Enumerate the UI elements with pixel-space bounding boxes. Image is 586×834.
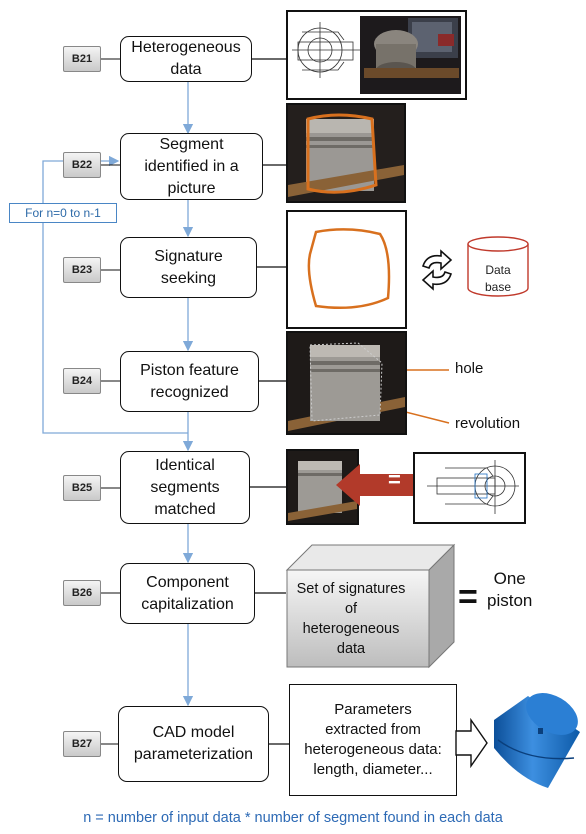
equals-sign: = — [458, 578, 478, 616]
piston-feature-image — [286, 331, 407, 435]
parameters-box: Parameters extracted from heterogeneous … — [289, 684, 457, 796]
database-label: Data base — [484, 263, 512, 294]
cad-model-3d — [494, 693, 580, 788]
segment-photo-image — [286, 103, 406, 203]
matched-segment-photo — [286, 449, 359, 525]
loop-label: For n=0 to n-1 — [9, 203, 117, 223]
step-segment-identified: Segment identified in a picture — [120, 133, 263, 200]
signature-contour-image — [286, 210, 407, 329]
step-piston-feature-recognized: Piston feature recognized — [120, 351, 259, 412]
step-identical-segments-matched: Identical segments matched — [120, 451, 250, 524]
step-component-capitalization: Component capitalization — [120, 563, 255, 624]
revolution-annotation: revolution — [455, 415, 521, 432]
heterogeneous-data-image — [286, 10, 467, 100]
step-tag-b27: B27 — [63, 731, 101, 757]
step-heterogeneous-data: Heterogeneous data — [120, 36, 252, 82]
sync-arrows-icon — [421, 249, 453, 291]
step-tag-b25: B25 — [63, 475, 101, 501]
step-tag-b26: B26 — [63, 580, 101, 606]
database-icon — [467, 236, 529, 297]
step-tag-b24: B24 — [63, 368, 101, 394]
step-cad-model-parameterization: CAD model parameterization — [118, 706, 269, 782]
footnote: n = number of input data * number of seg… — [83, 810, 503, 826]
step-tag-b22: B22 — [63, 152, 101, 178]
block-arrow — [455, 718, 488, 768]
step-tag-b23: B23 — [63, 257, 101, 283]
hole-annotation: hole — [455, 360, 484, 377]
signature-set-box — [285, 543, 456, 669]
match-equals-symbol: = — [388, 467, 401, 492]
step-tag-b21: B21 — [63, 46, 101, 72]
matched-cad-drawing — [413, 452, 526, 524]
result-one-piston: One piston — [487, 569, 533, 610]
step-signature-seeking: Signature seeking — [120, 237, 257, 298]
signature-set-text: Set of signatures of heterogeneous data — [296, 581, 406, 657]
